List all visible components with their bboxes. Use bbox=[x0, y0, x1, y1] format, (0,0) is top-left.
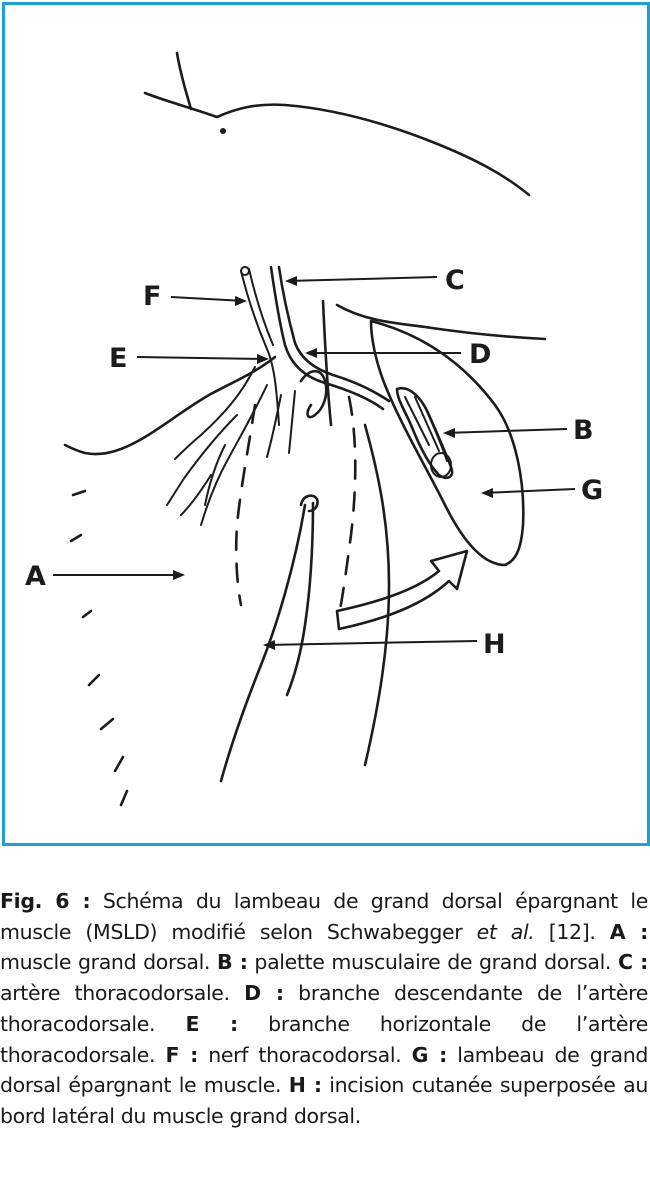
callout-A: A bbox=[25, 561, 46, 592]
callout-F: F bbox=[143, 281, 161, 312]
legend-key-D: D : bbox=[244, 981, 284, 1006]
figure-number: Fig. 6 : bbox=[0, 889, 91, 913]
ink-dot bbox=[220, 128, 226, 134]
legend-text-C: artère thoracodorsale. bbox=[0, 981, 245, 1006]
paddle-hatch-2 bbox=[414, 396, 440, 452]
nerve-strand-inner bbox=[248, 268, 274, 346]
legend-text-E: branche horizontale de l’artère thoracod… bbox=[0, 1011, 649, 1067]
caption-etal: et al. bbox=[476, 919, 535, 944]
muscle-outline-mid bbox=[337, 395, 357, 617]
legend-key-H: H : bbox=[288, 1073, 322, 1098]
branch-twig-6 bbox=[180, 474, 212, 516]
skin-incision-left bbox=[219, 503, 307, 783]
legend-text-A: muscle grand dorsal. bbox=[0, 950, 217, 975]
muscle-strand-vertical bbox=[321, 299, 333, 427]
legend-key-B: B : bbox=[216, 950, 248, 975]
nerve-strand-outer bbox=[240, 270, 280, 426]
branch-twig-4 bbox=[166, 414, 238, 506]
artery-trunk-right bbox=[277, 265, 391, 403]
incision-cap bbox=[299, 494, 319, 513]
legend-key-G: G : bbox=[411, 1042, 448, 1067]
paddle-hatch-3 bbox=[424, 406, 448, 462]
figure-caption: Fig. 6 : Schéma du lambeau de grand dors… bbox=[0, 886, 648, 1132]
callout-C: C bbox=[445, 265, 465, 296]
rotation-arrow bbox=[335, 549, 469, 631]
legend-key-E: E : bbox=[185, 1011, 238, 1036]
nerve-cut-end bbox=[240, 266, 250, 276]
branch-twig-1 bbox=[174, 366, 256, 460]
flap-outline bbox=[369, 319, 525, 567]
artery-trunk-left bbox=[269, 265, 385, 411]
muscle-edge-dashes bbox=[69, 489, 129, 807]
callout-G: G bbox=[581, 475, 603, 506]
horizontal-branch bbox=[63, 355, 277, 456]
callout-E: E bbox=[109, 343, 127, 374]
caption-ref: [12]. bbox=[534, 919, 610, 944]
callout-H: H bbox=[483, 629, 506, 660]
descending-branch bbox=[299, 369, 328, 419]
branch-twig-2 bbox=[200, 384, 268, 526]
callout-pointers bbox=[53, 276, 576, 650]
legend-text-H: incision cutanée superposée au bord laté… bbox=[0, 1073, 648, 1128]
branch-twig-3 bbox=[266, 394, 282, 458]
legend-text-G: lambeau de grand dorsal épargnant le mus… bbox=[0, 1042, 649, 1098]
skin-incision-right bbox=[285, 501, 315, 697]
caption-intro: Schéma du lambeau de grand dorsal épargn… bbox=[0, 889, 648, 944]
legend-text-D: branche descendante de l’artère thoracod… bbox=[0, 981, 648, 1036]
muscle-outline-left bbox=[234, 403, 257, 607]
paddle-pedicle bbox=[430, 452, 452, 478]
legend-key-A: A : bbox=[609, 919, 649, 944]
legend-text-B: palette musculaire de grand dorsal. bbox=[247, 950, 618, 975]
callout-B: B bbox=[573, 415, 594, 446]
legend-key-C: C : bbox=[617, 950, 648, 975]
legend-key-F: F : bbox=[165, 1042, 199, 1067]
branch-twig-5 bbox=[204, 444, 226, 506]
paddle-hatch-1 bbox=[404, 396, 430, 446]
muscle-border-right bbox=[335, 303, 547, 341]
figure-frame: F C E D B G A H bbox=[2, 2, 650, 846]
callout-D: D bbox=[469, 339, 491, 370]
legend-text-F: nerf thoracodorsal. bbox=[197, 1042, 412, 1067]
branch-twig-7 bbox=[288, 390, 296, 454]
anatomical-sketch: F C E D B G A H bbox=[25, 51, 603, 807]
shoulder-contour bbox=[143, 51, 531, 197]
lateral-border bbox=[363, 423, 391, 767]
